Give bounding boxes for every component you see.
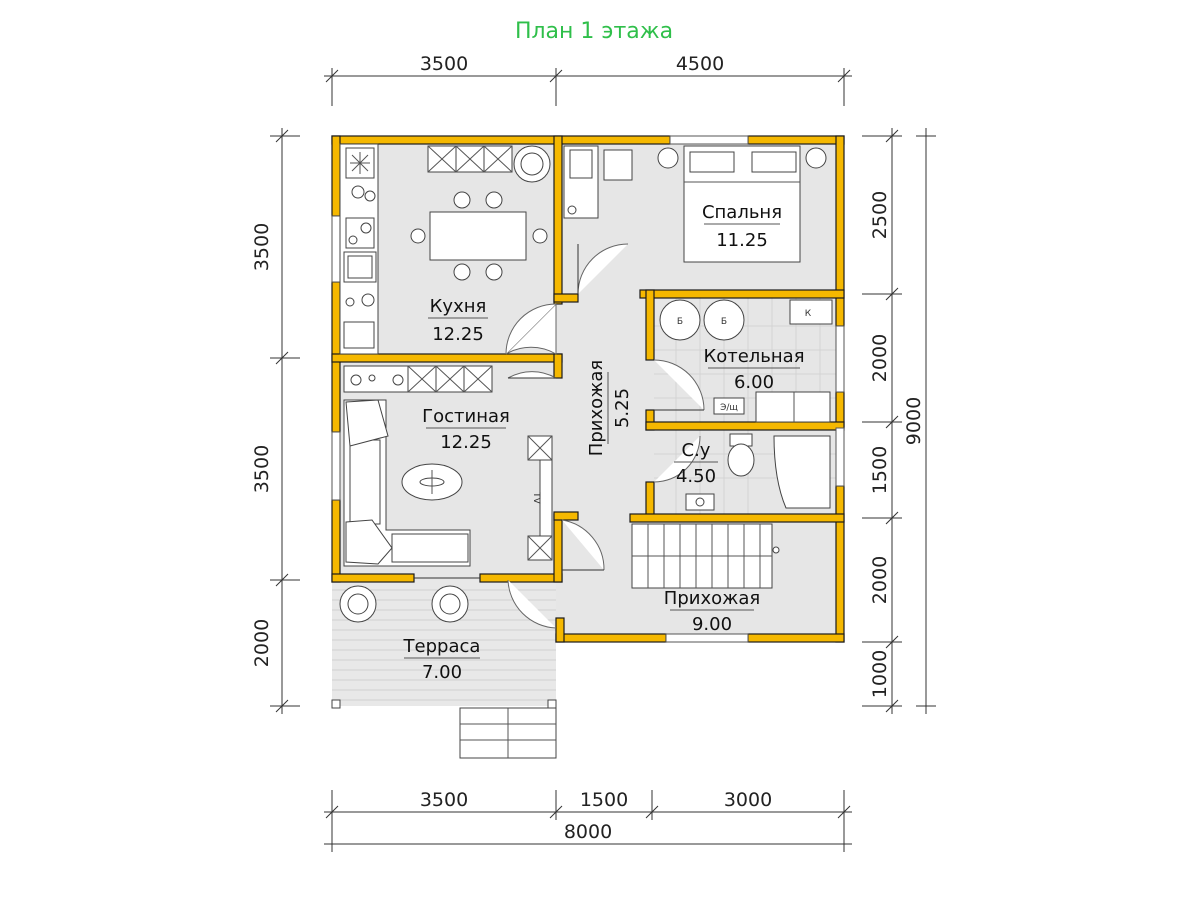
dimension-labels: 3500 4500 3500 1500 3000 8000 3500 3500 … <box>251 53 925 843</box>
entry-steps <box>459 707 557 759</box>
bedroom-furniture <box>563 145 827 263</box>
dim-right-1: 2500 <box>869 191 891 239</box>
dim-left-1: 3500 <box>251 223 273 271</box>
kitchen-name: Кухня <box>430 296 487 317</box>
dim-top-1: 3500 <box>420 53 468 75</box>
kitchen-furniture <box>339 143 551 355</box>
terrace-furniture <box>331 585 557 709</box>
dim-right-4: 2000 <box>869 556 891 604</box>
bedroom-area: 11.25 <box>716 230 768 251</box>
living-furniture: TV <box>343 365 553 567</box>
dim-right-5: 1000 <box>869 650 891 698</box>
terrace-area: 7.00 <box>422 662 462 683</box>
tv-label: TV <box>531 491 541 504</box>
dim-left-2: 3500 <box>251 445 273 493</box>
dim-bottom-3: 3000 <box>724 789 772 811</box>
terrace-name: Терраса <box>403 636 481 657</box>
doors <box>414 243 705 629</box>
boiler-name: Котельная <box>703 346 804 367</box>
hall-vertical-area: 5.25 <box>612 388 633 428</box>
boiler-room-fixtures: Б Б К Э/щ <box>659 299 833 423</box>
hall-lower-name: Прихожая <box>664 588 760 609</box>
living-name: Гостиная <box>422 406 510 427</box>
dim-top-2: 4500 <box>676 53 724 75</box>
hall-vertical-name: Прихожая <box>586 360 607 456</box>
bathroom-area: 4.50 <box>676 466 716 487</box>
boiler-tank-1-label: Б <box>677 317 683 327</box>
dim-bottom-2: 1500 <box>580 789 628 811</box>
kitchen-area: 12.25 <box>432 324 484 345</box>
dim-right-2: 2000 <box>869 334 891 382</box>
electric-panel-label: Э/щ <box>720 403 738 413</box>
boiler-area: 6.00 <box>734 372 774 393</box>
plan-title: План 1 этажа <box>515 19 673 44</box>
bathroom-name: С.у <box>682 440 711 461</box>
room-labels: Кухня 12.25 Спальня 11.25 Котельная 6.00… <box>403 202 805 683</box>
living-area: 12.25 <box>440 432 492 453</box>
boiler-unit-label: К <box>805 309 812 319</box>
dimension-lines <box>270 68 936 852</box>
dim-right-total: 9000 <box>903 397 925 445</box>
windows <box>331 135 845 643</box>
dim-left-3: 2000 <box>251 619 273 667</box>
bathroom-fixtures <box>685 433 831 511</box>
dim-bottom-1: 3500 <box>420 789 468 811</box>
staircase <box>631 523 780 589</box>
dim-right-3: 1500 <box>869 446 891 494</box>
boiler-tank-2-label: Б <box>721 317 727 327</box>
dim-bottom-total: 8000 <box>564 821 612 843</box>
bedroom-name: Спальня <box>702 202 782 223</box>
hall-lower-area: 9.00 <box>692 614 732 635</box>
